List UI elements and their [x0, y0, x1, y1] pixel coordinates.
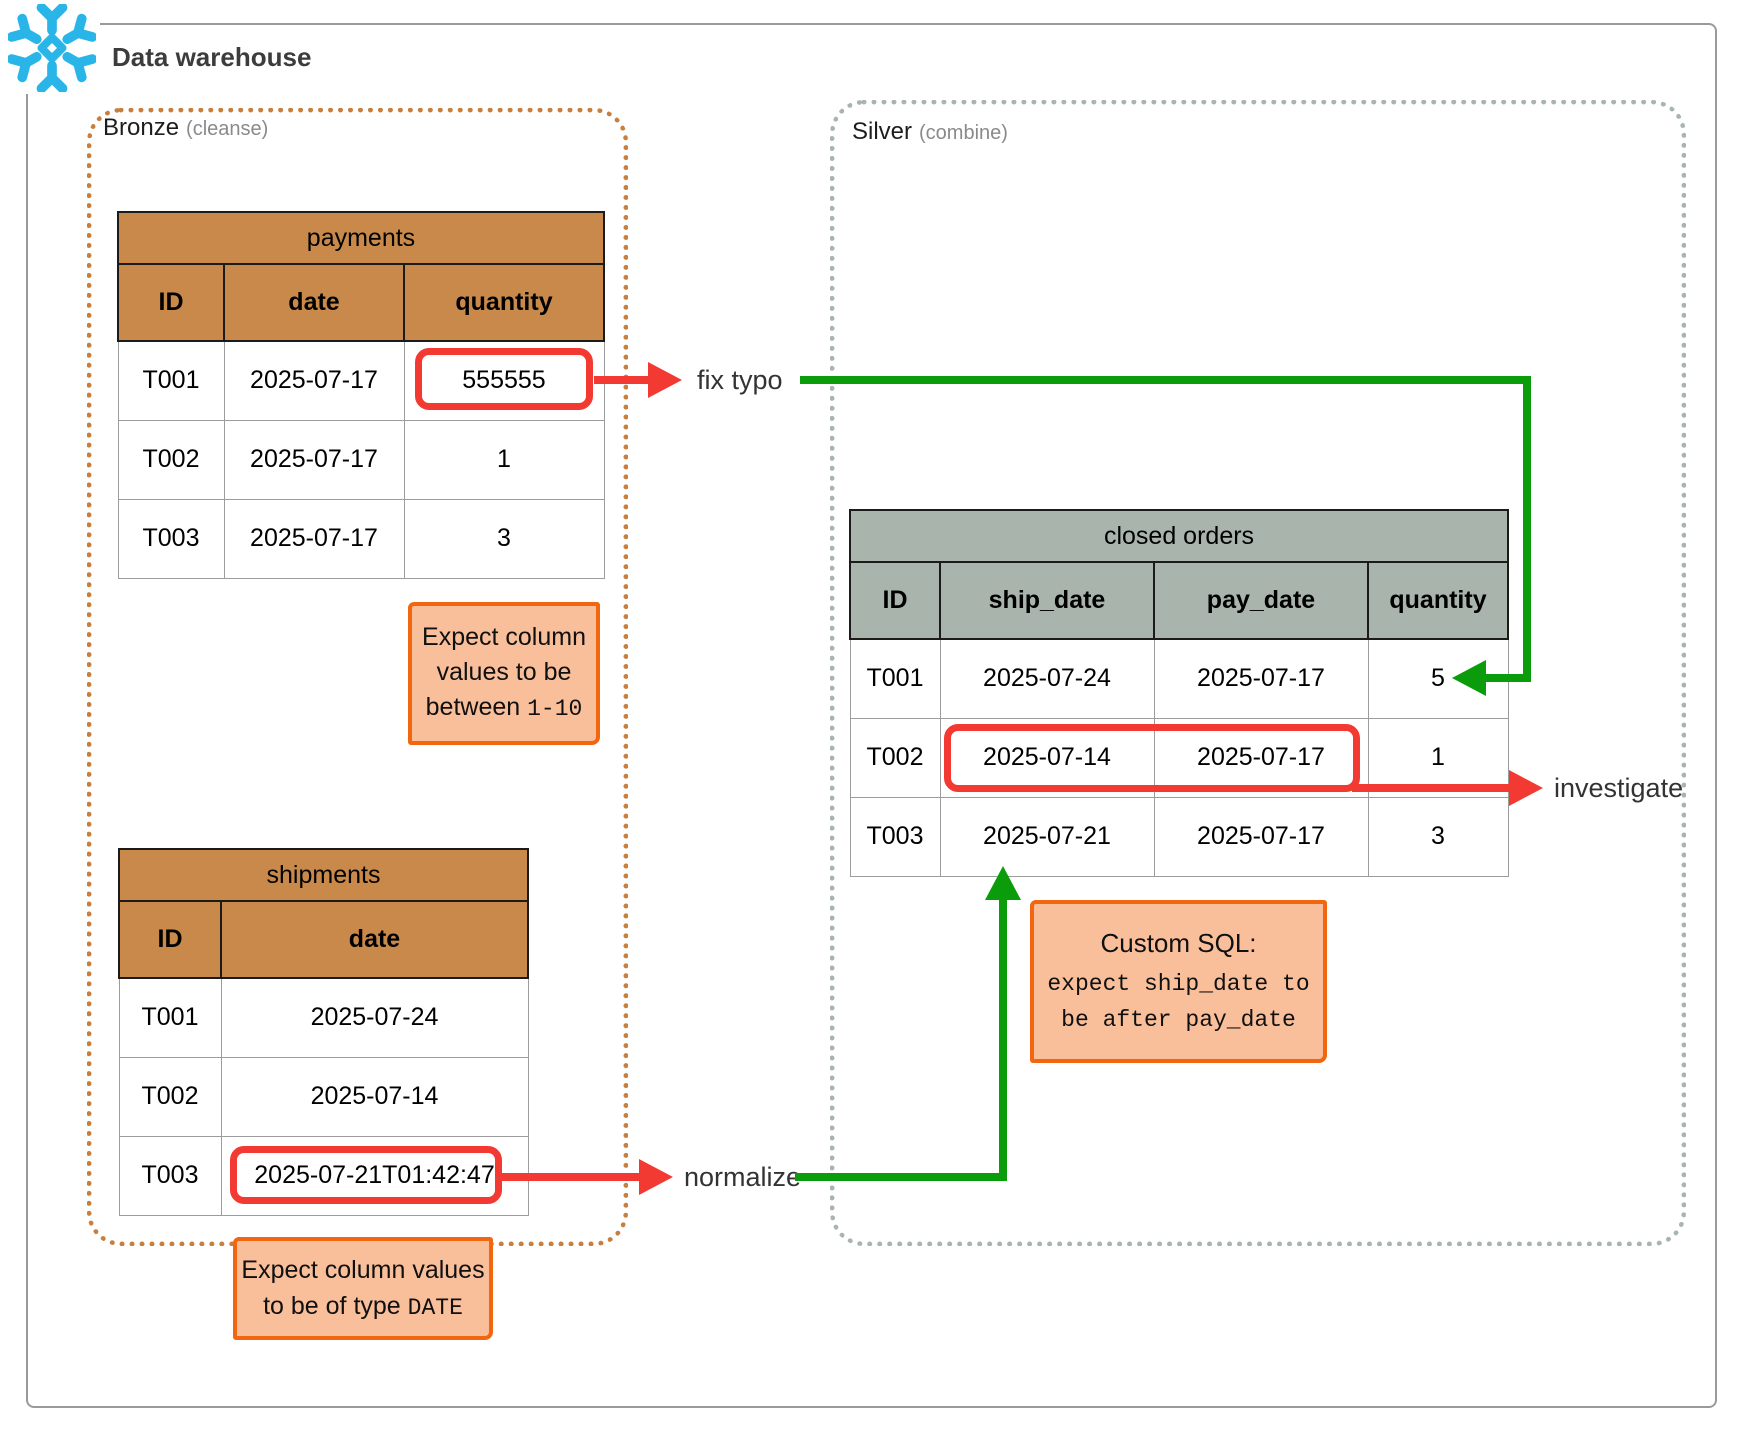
- cell: T003: [117, 498, 225, 579]
- cell: 2025-07-17: [223, 340, 405, 421]
- note-quantity-range: Expect column values to be between 1-10: [408, 602, 600, 745]
- code-snippet: 1-10: [527, 696, 583, 722]
- shipments-col-date: date: [219, 900, 530, 979]
- cell: 2025-07-24: [220, 977, 529, 1058]
- note-line: to be of type DATE: [263, 1291, 463, 1321]
- payments-col-id: ID: [117, 263, 225, 342]
- normalize-label: normalize: [684, 1162, 802, 1192]
- silver-zone-sublabel: (combine): [919, 122, 1008, 144]
- payments-table-title: payments: [117, 211, 605, 265]
- code-snippet: be after pay_date: [1061, 1006, 1296, 1033]
- cell: T002: [117, 419, 225, 500]
- cell: T002: [118, 1056, 222, 1137]
- cell: 2025-07-24: [939, 638, 1155, 719]
- cell: T002: [849, 717, 941, 798]
- data-warehouse-container: [26, 23, 1717, 1408]
- code-snippet: DATE: [407, 1294, 463, 1321]
- closed-orders-table-title: closed orders: [848, 509, 1510, 563]
- shipments-table: shipments ID date T001 2025-07-24 T002 2…: [117, 848, 530, 1216]
- highlight-box-quantity-typo: [415, 348, 593, 410]
- bronze-zone-name: Bronze: [103, 114, 180, 141]
- cell: T001: [117, 340, 225, 421]
- cell: 1: [403, 419, 605, 500]
- table-row: T001 2025-07-24: [118, 977, 529, 1058]
- cell: 2025-07-17: [1153, 796, 1369, 877]
- table-row: T001 2025-07-24 2025-07-17 5: [849, 638, 1509, 719]
- closed-col-pay-date: pay_date: [1153, 561, 1369, 640]
- note-title: Custom SQL:: [1100, 927, 1257, 958]
- cell: T001: [849, 638, 941, 719]
- highlight-box-date-mismatch: [944, 724, 1360, 792]
- cell: 2025-07-14: [220, 1056, 529, 1137]
- table-row: T002 2025-07-14: [118, 1056, 529, 1137]
- payments-col-quantity: quantity: [403, 263, 605, 342]
- note-line: Expect column: [422, 623, 586, 651]
- page-title: Data warehouse: [112, 42, 312, 72]
- table-row: T003 2025-07-17 3: [117, 498, 605, 579]
- note-line: between 1-10: [425, 693, 583, 722]
- note-custom-sql: Custom SQL: expect ship_date to be after…: [1030, 900, 1327, 1063]
- note-date-type: Expect column values to be of type DATE: [233, 1237, 493, 1340]
- closed-orders-table: closed orders ID ship_date pay_date quan…: [848, 509, 1510, 877]
- shipments-col-id: ID: [118, 900, 222, 979]
- cell: 1: [1367, 717, 1509, 798]
- investigate-label: investigate: [1554, 773, 1684, 803]
- closed-col-ship-date: ship_date: [939, 561, 1155, 640]
- closed-col-quantity: quantity: [1366, 561, 1510, 640]
- silver-zone-name: Silver: [852, 118, 913, 145]
- cell: 3: [403, 498, 605, 579]
- table-row: T002 2025-07-17 1: [117, 419, 605, 500]
- note-line: Expect column values: [241, 1255, 485, 1284]
- highlight-box-timestamp: [230, 1146, 502, 1204]
- cell: T003: [118, 1135, 222, 1216]
- cell: 5: [1367, 638, 1509, 719]
- payments-table: payments ID date quantity T001 2025-07-1…: [117, 211, 605, 579]
- note-line: values to be: [436, 658, 572, 686]
- cell: 2025-07-21: [939, 796, 1155, 877]
- cell: 2025-07-17: [1153, 638, 1369, 719]
- cell: 3: [1367, 796, 1509, 877]
- cell: 2025-07-17: [223, 419, 405, 500]
- silver-zone-label: Silver (combine): [852, 118, 1008, 146]
- shipments-table-title: shipments: [117, 848, 530, 902]
- cell: T001: [118, 977, 222, 1058]
- snowflake-logo-icon: [8, 4, 96, 92]
- cell: 2025-07-17: [223, 498, 405, 579]
- fix-typo-label: fix typo: [697, 365, 783, 395]
- payments-col-date: date: [223, 263, 405, 342]
- table-row: T003 2025-07-21 2025-07-17 3: [849, 796, 1509, 877]
- code-snippet: expect ship_date to: [1047, 970, 1310, 997]
- cell: T003: [849, 796, 941, 877]
- bronze-zone-sublabel: (cleanse): [186, 118, 269, 140]
- bronze-zone-label: Bronze (cleanse): [103, 114, 268, 142]
- closed-col-id: ID: [849, 561, 941, 640]
